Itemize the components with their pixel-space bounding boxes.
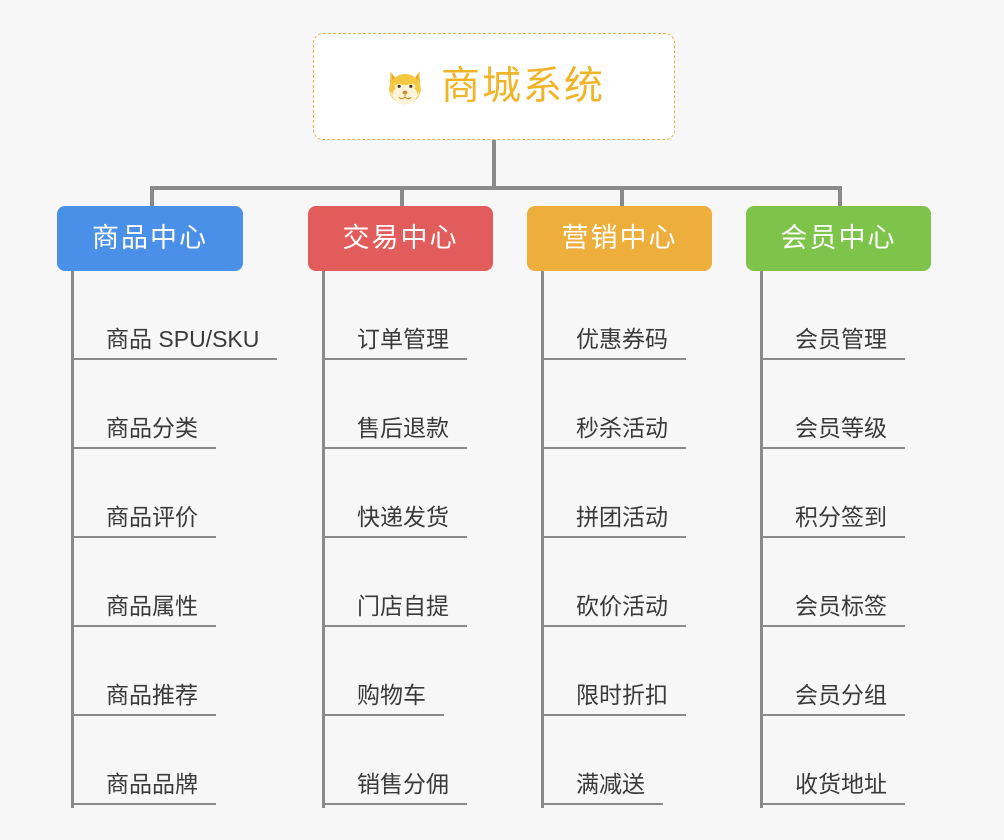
leaf-label: 满减送 — [576, 770, 645, 797]
leaf-label: 会员管理 — [795, 325, 887, 352]
connector-bus — [150, 186, 842, 190]
connector-drop-3 — [620, 186, 624, 208]
branch-header-label: 商品中心 — [92, 223, 208, 253]
leaf-label: 拼团活动 — [576, 503, 668, 530]
connector-drop-1 — [150, 186, 154, 208]
leaf-label: 收货地址 — [795, 770, 887, 797]
leaf-label: 秒杀活动 — [576, 414, 668, 441]
leaf-label: 购物车 — [357, 681, 426, 708]
leaf-label: 门店自提 — [357, 592, 449, 619]
branch-header-product[interactable]: 商品中心 — [57, 206, 243, 271]
branch-header-label: 会员中心 — [780, 223, 897, 253]
leaf-label: 商品品牌 — [106, 770, 198, 797]
branch-header-label: 营销中心 — [561, 223, 678, 253]
connector-root-stem — [492, 140, 496, 190]
leaf-label: 积分签到 — [795, 503, 887, 530]
leaf-label: 商品 SPU/SKU — [106, 325, 260, 352]
leaf-label: 快递发货 — [357, 503, 449, 530]
root-title: 商城系统 — [440, 65, 605, 108]
connector-drop-4 — [838, 186, 842, 208]
leaf-label: 会员等级 — [795, 414, 887, 441]
leaf-label: 商品分类 — [106, 414, 198, 441]
shiba-dog-face-icon — [383, 65, 427, 109]
branch-spine — [71, 271, 74, 808]
branch-spine — [760, 271, 763, 808]
branch-spine — [322, 271, 325, 808]
leaf-label: 商品推荐 — [106, 681, 198, 708]
leaf-label: 订单管理 — [357, 325, 449, 352]
leaf-label: 会员分组 — [795, 681, 887, 708]
leaf-label: 售后退款 — [357, 414, 449, 441]
root-node[interactable]: 商城系统 — [313, 33, 675, 140]
branch-header-member[interactable]: 会员中心 — [746, 206, 931, 271]
branch-header-marketing[interactable]: 营销中心 — [527, 206, 712, 271]
leaf-label: 优惠券码 — [576, 325, 668, 352]
leaf-label: 销售分佣 — [357, 770, 449, 797]
branch-header-trade[interactable]: 交易中心 — [308, 206, 493, 271]
leaf-label: 砍价活动 — [576, 592, 668, 619]
leaf-label: 商品评价 — [106, 503, 198, 530]
leaf-label: 商品属性 — [106, 592, 198, 619]
branch-spine — [541, 271, 544, 808]
leaf-label: 限时折扣 — [576, 681, 668, 708]
connector-drop-2 — [400, 186, 404, 208]
branch-header-label: 交易中心 — [342, 223, 459, 253]
leaf-label: 会员标签 — [795, 592, 887, 619]
